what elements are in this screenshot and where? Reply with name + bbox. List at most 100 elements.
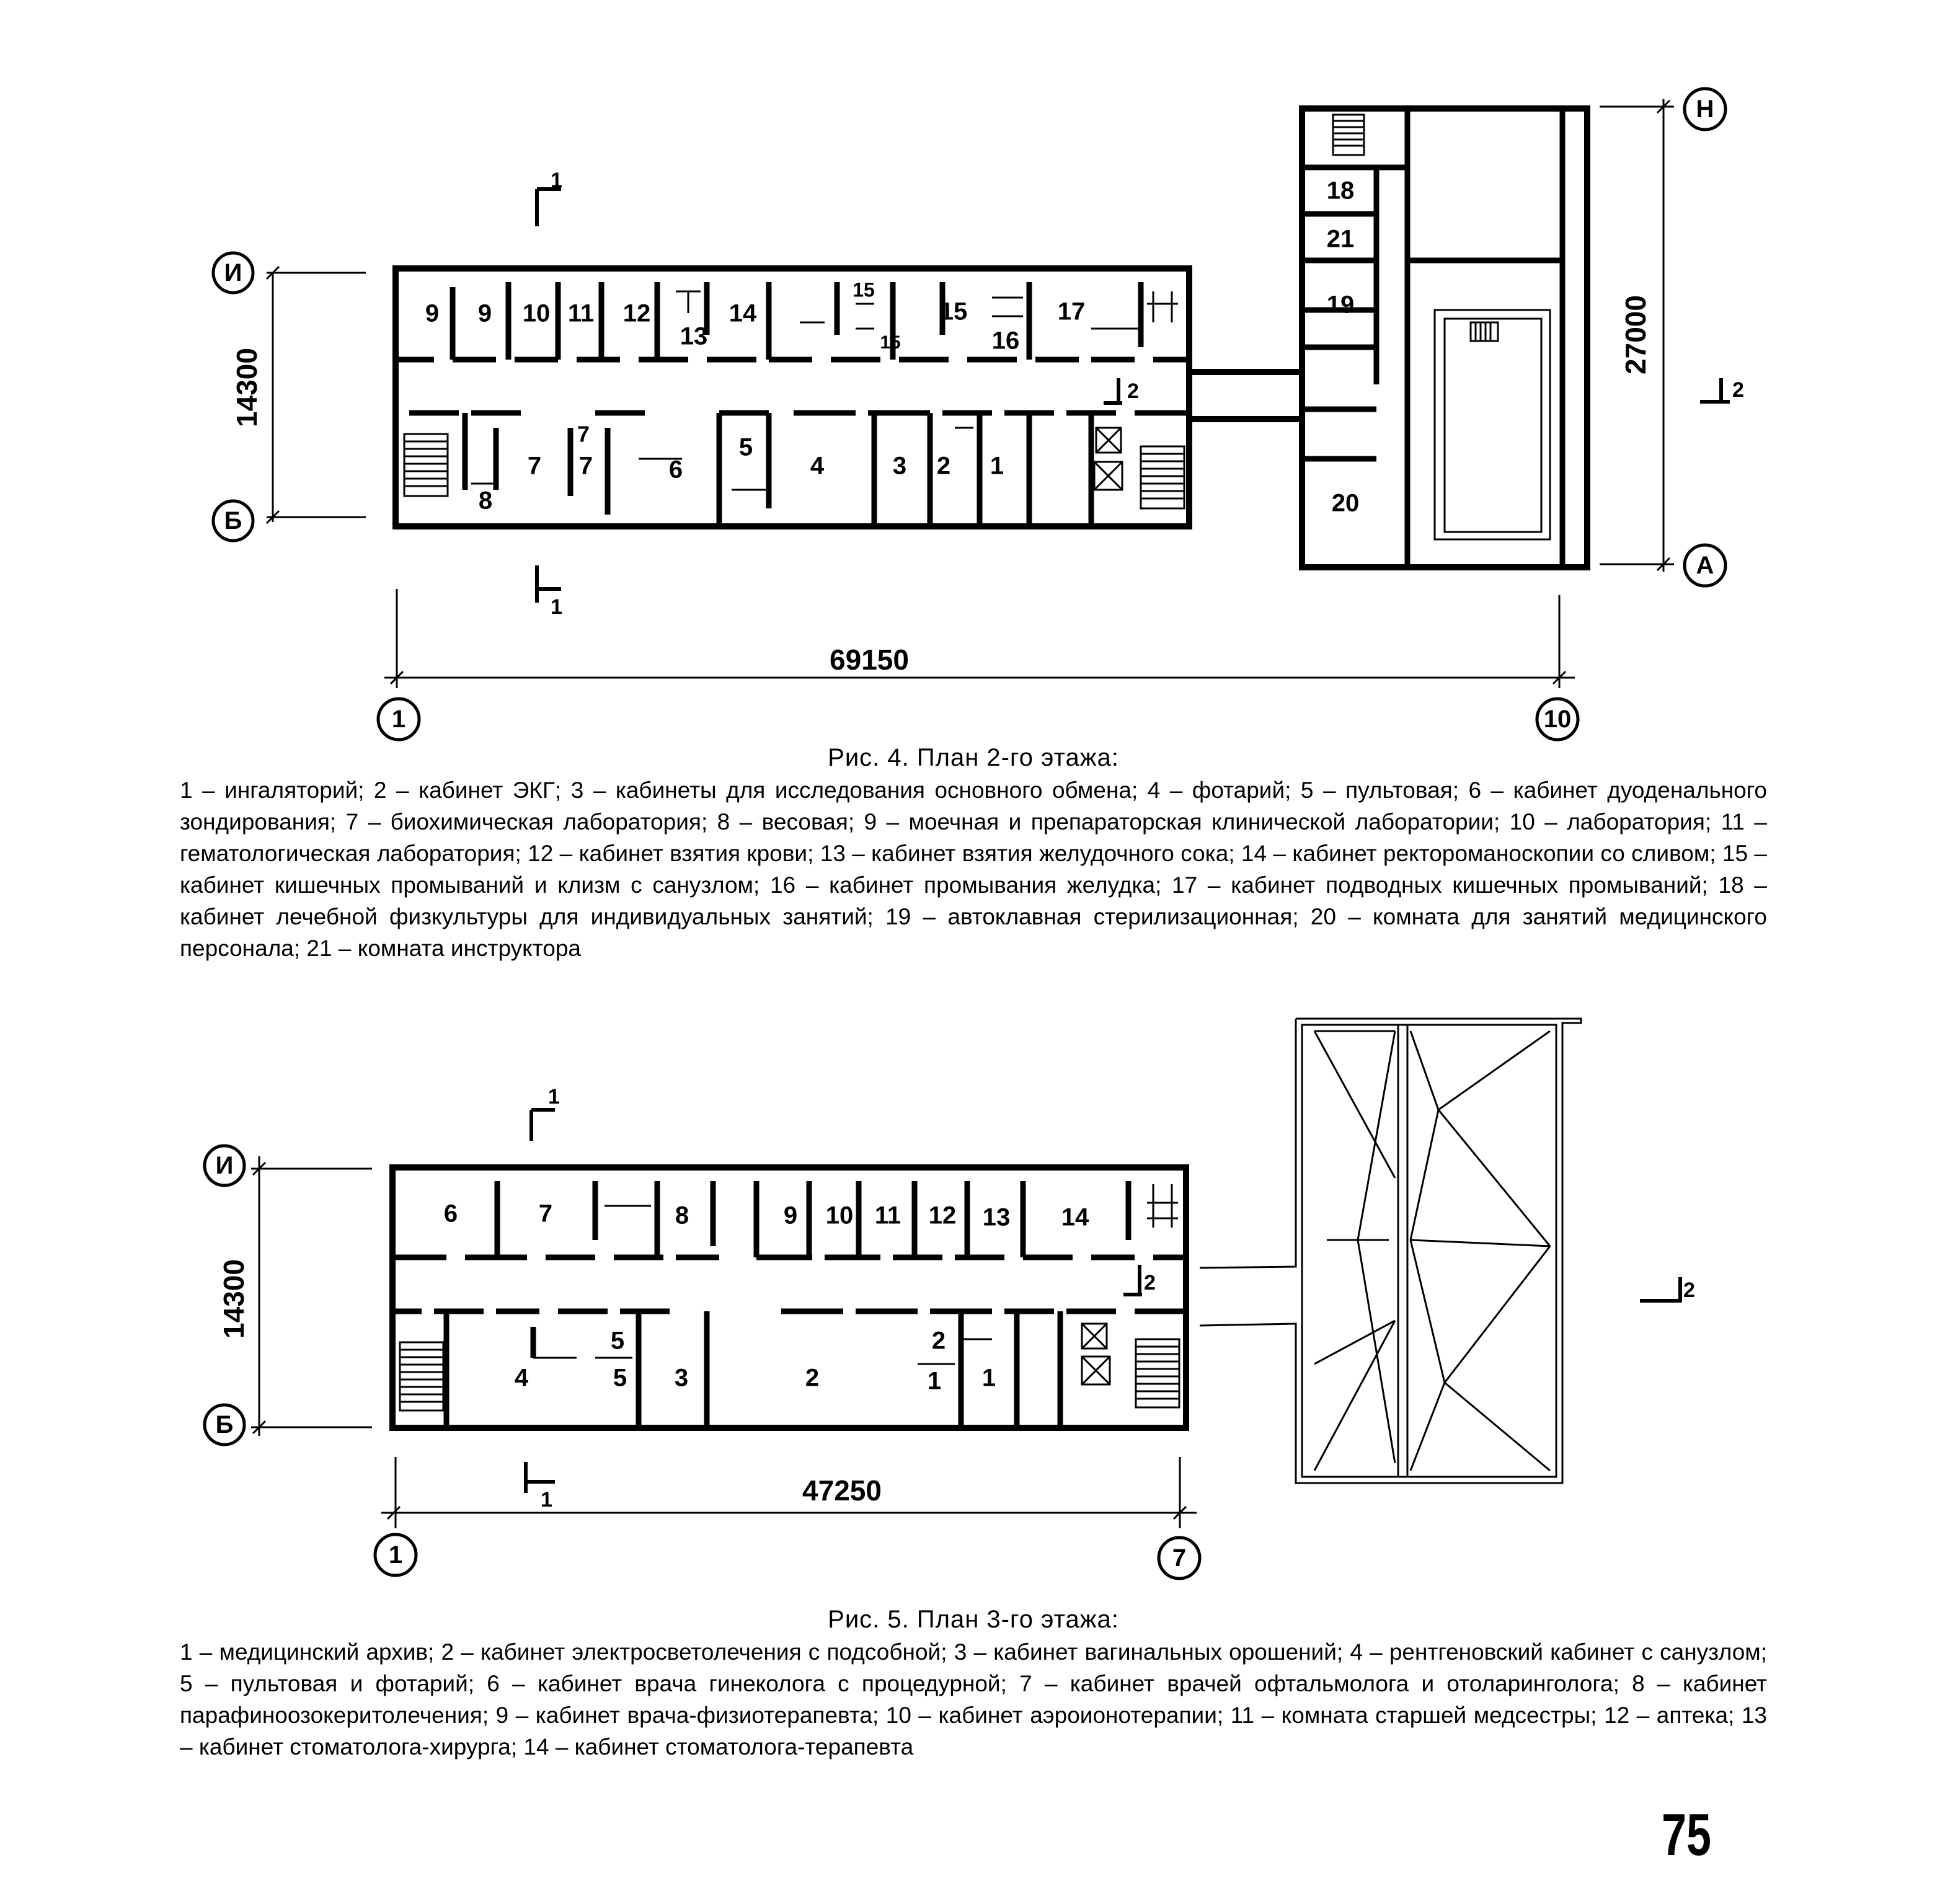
- svg-text:2: 2: [1732, 378, 1744, 402]
- figure4-caption-title: Рис. 4. План 2-го этажа:: [828, 744, 1119, 771]
- fig4-room-10: 10: [523, 300, 551, 327]
- fig5-room-13: 13: [983, 1204, 1011, 1231]
- figure5-plan: 6 7 8 9 10 11 12 13 14 4 5 5 3 2 2 1 1 1…: [203, 1017, 1695, 1580]
- fig5-stair-east: [1135, 1338, 1180, 1409]
- svg-text:2: 2: [1127, 379, 1139, 403]
- fig4-room-7b: 7: [577, 422, 590, 447]
- fig4-annex-stair: [1332, 113, 1365, 156]
- fig4-section-mark-2-gallery: 2: [1104, 378, 1139, 405]
- figure5-caption-title: Рис. 5. План 3-го этажа:: [828, 1606, 1119, 1633]
- fig4-axis-marker-Н: Н: [1683, 87, 1727, 131]
- svg-text:14300: 14300: [218, 1259, 250, 1339]
- svg-text:10: 10: [1544, 706, 1572, 733]
- fig4-room-13: 13: [680, 323, 708, 350]
- fig4-room-15a: 15: [853, 278, 875, 301]
- fig4-room-6: 6: [669, 456, 683, 484]
- fig4-room-12: 12: [623, 300, 651, 327]
- fig4-room-21: 21: [1327, 226, 1355, 253]
- fig4-dimension-width: 69150: [384, 589, 1575, 688]
- fig4-room-18: 18: [1327, 177, 1355, 205]
- svg-text:1: 1: [548, 1085, 560, 1109]
- fig5-north-partitions: [494, 1181, 1132, 1257]
- svg-text:1: 1: [551, 595, 562, 619]
- fig4-axis-marker-10: 10: [1535, 697, 1580, 742]
- fig5-room-5a: 5: [611, 1327, 624, 1355]
- fig4-room-7c: 7: [579, 453, 593, 480]
- fig4-room-14: 14: [729, 300, 757, 327]
- figure5-legend: 1 – медицинский архив; 2 – кабинет элект…: [180, 1639, 1767, 1760]
- fig4-dimension-depth-annex: 27000: [1600, 99, 1674, 572]
- fig5-room-2: 2: [805, 1365, 819, 1392]
- figure4-caption-block: Рис. 4. План 2-го этажа: 1 – ингаляторий…: [180, 741, 1767, 964]
- fig4-main-block-outline: [392, 265, 1192, 529]
- fig5-section-mark-1-top: 1: [529, 1085, 560, 1141]
- fig4-room-4: 4: [810, 453, 825, 480]
- fig4-room-17: 17: [1058, 298, 1086, 325]
- fig5-room-9: 9: [784, 1202, 797, 1229]
- svg-text:1: 1: [392, 706, 405, 733]
- fig4-room-8: 8: [479, 487, 492, 515]
- fig4-north-partitions: [450, 282, 1144, 360]
- fig4-gallery: [1189, 369, 1302, 422]
- fig4-pool-inner: [1443, 317, 1543, 533]
- fig5-section-mark-1-bottom: 1: [524, 1462, 555, 1512]
- figure4-legend: 1 – ингаляторий; 2 – кабинет ЭКГ; 3 – ка…: [180, 777, 1767, 961]
- svg-text:47250: 47250: [802, 1474, 882, 1507]
- svg-text:Б: Б: [224, 507, 242, 534]
- svg-text:А: А: [1696, 552, 1714, 579]
- fig5-room-1b: 1: [982, 1365, 996, 1392]
- fig4-axis-marker-И: И: [211, 251, 255, 294]
- fig4-room-2: 2: [937, 453, 950, 480]
- fig5-room-8: 8: [675, 1202, 689, 1229]
- svg-text:27000: 27000: [1619, 295, 1652, 374]
- fig4-north-fixtures: [676, 290, 1178, 330]
- fig5-annex-roof: [1199, 1017, 1582, 1484]
- fig4-stair-east: [1140, 445, 1185, 510]
- svg-text:1: 1: [541, 1488, 552, 1512]
- fig5-lift-shafts: [1081, 1322, 1111, 1386]
- svg-text:И: И: [224, 259, 242, 286]
- fig4-room-9b: 9: [478, 300, 492, 327]
- figure4-plan: 9 9 10 11 12 13 14 15 15 15 16 17 8 7 7 …: [211, 87, 1744, 742]
- fig5-axis-marker-1: 1: [373, 1533, 418, 1577]
- fig4-room-16: 16: [992, 327, 1020, 355]
- fig4-room-3: 3: [893, 453, 906, 480]
- fig5-north-fixtures: [605, 1184, 1178, 1228]
- fig5-room-10: 10: [826, 1202, 854, 1229]
- fig5-stair-west: [399, 1341, 445, 1412]
- fig5-room-6: 6: [444, 1200, 458, 1228]
- fig4-axis-marker-Б: Б: [211, 499, 255, 542]
- fig5-room-3: 3: [675, 1365, 688, 1392]
- fig4-room-1: 1: [990, 453, 1004, 480]
- fig5-dimension-depth: 14300: [218, 1156, 372, 1436]
- fig5-room-5b: 5: [613, 1365, 627, 1392]
- fig4-stair-west: [403, 433, 449, 497]
- fig5-room-4: 4: [515, 1365, 529, 1392]
- fig4-room-19: 19: [1327, 291, 1355, 319]
- fig4-pool-ladder: [1469, 321, 1499, 342]
- fig5-section-mark-2-corridor: 2: [1123, 1265, 1156, 1296]
- fig4-room-15b: 15: [940, 298, 968, 325]
- fig4-lift-shafts: [1093, 427, 1123, 491]
- svg-text:Б: Б: [216, 1411, 234, 1438]
- fig5-axis-marker-Б: Б: [203, 1403, 246, 1446]
- svg-text:1: 1: [389, 1541, 402, 1569]
- fig5-main-block-outline: [389, 1164, 1189, 1431]
- svg-text:14300: 14300: [231, 348, 263, 427]
- fig5-south-partitions: [443, 1311, 1063, 1428]
- fig4-room-9a: 9: [425, 300, 439, 327]
- fig5-axis-marker-7: 7: [1157, 1536, 1202, 1580]
- fig4-room-5: 5: [739, 434, 753, 461]
- fig4-axis-marker-1: 1: [376, 697, 421, 742]
- page-number: 75: [1662, 1802, 1712, 1868]
- fig5-room-12: 12: [929, 1202, 957, 1229]
- fig4-axis-marker-А: А: [1683, 543, 1727, 588]
- fig4-dimension-depth-main: 14300: [231, 265, 366, 525]
- fig4-room-7a: 7: [528, 453, 541, 480]
- svg-text:Н: Н: [1696, 95, 1714, 123]
- svg-text:69150: 69150: [830, 644, 909, 676]
- fig5-room-labels: 6 7 8 9 10 11 12 13 14 4 5 5 3 2 2 1 1: [444, 1200, 1089, 1395]
- svg-text:1: 1: [551, 169, 562, 192]
- fig5-room-1a: 1: [928, 1368, 941, 1395]
